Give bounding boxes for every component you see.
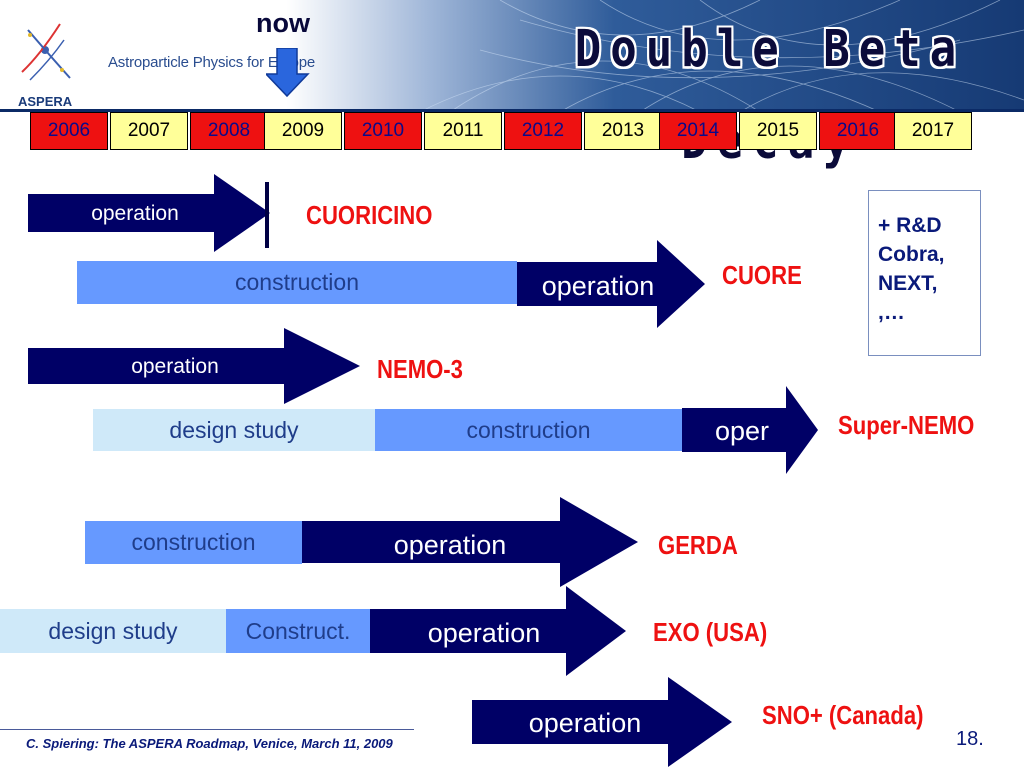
cuoricino-operation-label: operation [91, 202, 179, 225]
experiment-name-snoplus: SNO+ (Canada) [762, 700, 924, 730]
year-cell-2012: 2012 [504, 112, 582, 150]
exo-operation-label: operation [427, 617, 541, 648]
exo-operation-arrow [370, 586, 626, 676]
rnd-note-line: + R&D [878, 214, 942, 237]
snoplus-operation-label: operation [528, 707, 642, 738]
cuoricino-operation-arrow [28, 174, 270, 252]
experiment-name-nemo3: NEMO-3 [377, 354, 463, 384]
slide-title: Double Beta Decay [574, 20, 966, 171]
year-cell-2017: 2017 [894, 112, 972, 150]
year-cell-2010: 2010 [344, 112, 422, 150]
supernemo-design-study-bar: design study [93, 409, 375, 451]
header-background [0, 0, 1024, 112]
experiment-name-cuore: CUORE [722, 260, 802, 290]
aspera-logo-icon [21, 23, 71, 81]
experiment-name-cuoricino: CUORICINO [306, 200, 433, 230]
year-cell-2015: 2015 [739, 112, 817, 150]
supernemo-operation-arrow [682, 386, 818, 474]
footer-credit: C. Spiering: The ASPERA Roadmap, Venice,… [26, 736, 393, 751]
now-arrow-icon [266, 48, 310, 98]
exo-design-study-bar: design study [0, 609, 226, 653]
rnd-note-line: ,… [878, 301, 905, 324]
year-cell-2008: 2008 [190, 112, 268, 150]
year-cell-2006: 2006 [30, 112, 108, 150]
supernemo-construction-bar: construction [375, 409, 682, 451]
year-cell-2011: 2011 [424, 112, 502, 150]
experiment-name-gerda: GERDA [658, 530, 738, 560]
now-label: now [256, 8, 310, 38]
footer-divider [0, 729, 414, 730]
gerda-operation-arrow [302, 497, 638, 587]
org-short-name: ASPERA [18, 94, 73, 109]
rnd-note-line: NEXT, [878, 272, 938, 295]
gerda-operation-label: operation [393, 529, 507, 560]
slide-header: Astroparticle Physics for Europe ASPERA … [0, 0, 1024, 171]
gerda-construction-bar: construction [85, 521, 302, 564]
org-name: Astroparticle Physics for Europe [108, 54, 316, 71]
cuore-operation-label: operation [541, 270, 655, 301]
year-cell-2016: 2016 [819, 112, 897, 150]
year-cell-2007: 2007 [110, 112, 188, 150]
snoplus-operation-arrow [472, 677, 732, 767]
cuoricino-end-marker [265, 182, 269, 248]
nemo3-operation-label: operation [131, 355, 219, 378]
year-cell-2009: 2009 [264, 112, 342, 150]
rnd-note-line: Cobra, [878, 243, 945, 266]
exo-construction-bar: Construct. [226, 609, 370, 653]
experiment-name-supernemo: Super-NEMO [838, 410, 975, 440]
experiment-name-exo: EXO (USA) [653, 617, 768, 647]
year-cell-2013: 2013 [584, 112, 662, 150]
page-number: 18. [956, 728, 984, 750]
cuore-construction-bar: construction [77, 261, 517, 304]
rnd-note-box: + R&D Cobra, NEXT, ,… [868, 190, 981, 356]
cuore-operation-arrow [517, 240, 705, 328]
year-cell-2014: 2014 [659, 112, 737, 150]
nemo3-operation-arrow [28, 328, 360, 404]
supernemo-operation-label: oper [714, 415, 770, 446]
